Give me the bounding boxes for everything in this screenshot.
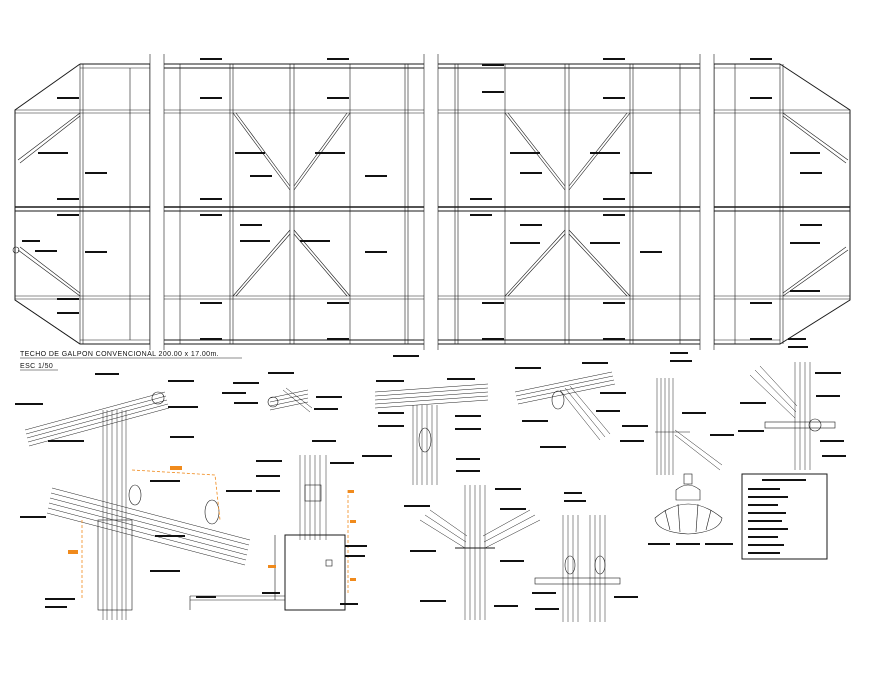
detail-small-connection: [222, 372, 342, 413]
detail-truss-brace: [514, 362, 626, 502]
detail-vertical-post: [620, 352, 734, 475]
detail-double-column: [532, 515, 638, 622]
plan-callouts: [22, 58, 822, 340]
plan-scale: ESC 1/50: [20, 363, 53, 370]
roof-plan: [12, 54, 851, 354]
detail-column-footing: [189, 440, 367, 611]
plan-title: TECHO DE GALPON CONVENCIONAL 200.00 x 17…: [20, 351, 219, 358]
detail-y-fork: [404, 485, 541, 620]
detail-light-fixture: [648, 473, 733, 545]
detail-braced-column: [738, 338, 846, 470]
detail-beam-top: [362, 355, 489, 485]
legend-box: [741, 473, 828, 560]
detail-column-rafter: [15, 373, 252, 620]
